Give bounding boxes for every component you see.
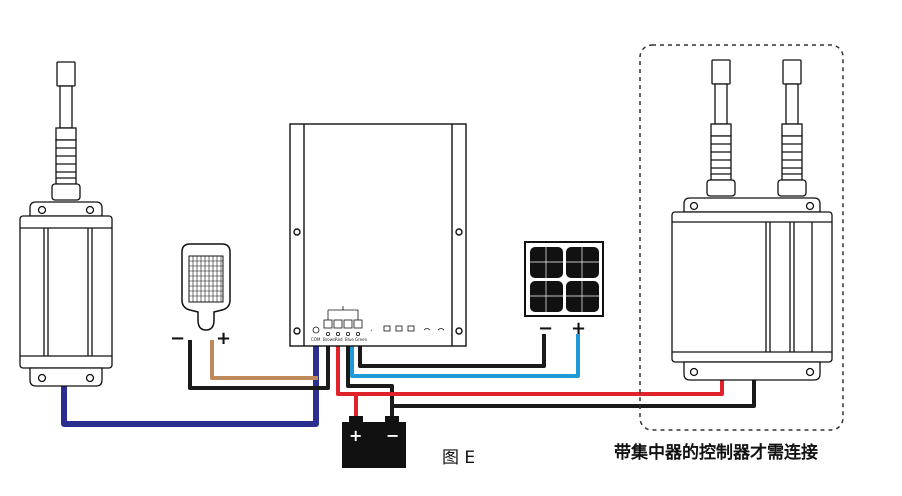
wire-solar-blue [350, 334, 580, 378]
antenna-rod [59, 85, 73, 129]
controller-label-brown: Brown [323, 337, 336, 342]
svg-text:⚡: ⚡ [370, 328, 373, 333]
lamp-led-grid [188, 255, 224, 303]
battery-body [342, 422, 406, 468]
left-device-top-flange [29, 201, 103, 217]
controller-screw-br [455, 327, 463, 335]
battery-terminal-minus [385, 416, 399, 422]
controller-label-red: Red [335, 337, 343, 342]
battery: + − [342, 416, 406, 468]
wire-solar-black [358, 334, 546, 368]
wires [61, 334, 756, 427]
controller-screw-tr [455, 228, 463, 236]
antenna1-tip [711, 59, 731, 85]
wire-black-right [392, 374, 756, 408]
wire-lamp-brown [210, 340, 318, 380]
battery-terminal-plus [349, 416, 363, 422]
left-device-bottom-flange [29, 367, 103, 387]
solar-panel: − + [524, 241, 604, 339]
lamp-plus-label: + [216, 328, 231, 349]
lamp-minus-label: − [170, 328, 185, 349]
antenna2-tip [782, 59, 802, 85]
wire-lamp-black [188, 340, 330, 390]
controller-label-green: Green [355, 337, 368, 342]
controller-screw-tl [293, 228, 301, 236]
wire-black-battery [346, 344, 394, 420]
battery-plus-label: + [349, 426, 362, 445]
right-concentrator-device [671, 59, 833, 381]
wire-red-right [340, 374, 724, 396]
controller-label-blue: Blue [345, 337, 354, 342]
antenna-collar [55, 127, 77, 141]
concentrator-note: 带集中器的控制器才需连接 [614, 442, 818, 463]
figure-caption: 图 E [442, 448, 475, 468]
led-lamp: − + [170, 243, 231, 349]
concentrator-dashed-box [639, 44, 844, 431]
solar-minus-label: − [538, 318, 553, 339]
left-concentrator-device [19, 61, 113, 387]
right-device-body [671, 211, 833, 363]
antenna-tip [56, 61, 76, 87]
controller-body [289, 123, 467, 347]
controller-screw-bl [293, 327, 301, 335]
battery-minus-label: − [386, 426, 399, 445]
controller-terminals: ⚡ [312, 306, 445, 336]
controller-label-com: COM [311, 337, 321, 342]
right-device-bottom-flange [683, 361, 821, 381]
left-device-body [19, 215, 113, 369]
wire-dark-blue [61, 344, 319, 427]
solar-controller: ⚡ COM Brown Red Blue Green [289, 123, 467, 347]
solar-plus-label: + [571, 318, 586, 339]
right-device-top-flange [683, 197, 821, 213]
